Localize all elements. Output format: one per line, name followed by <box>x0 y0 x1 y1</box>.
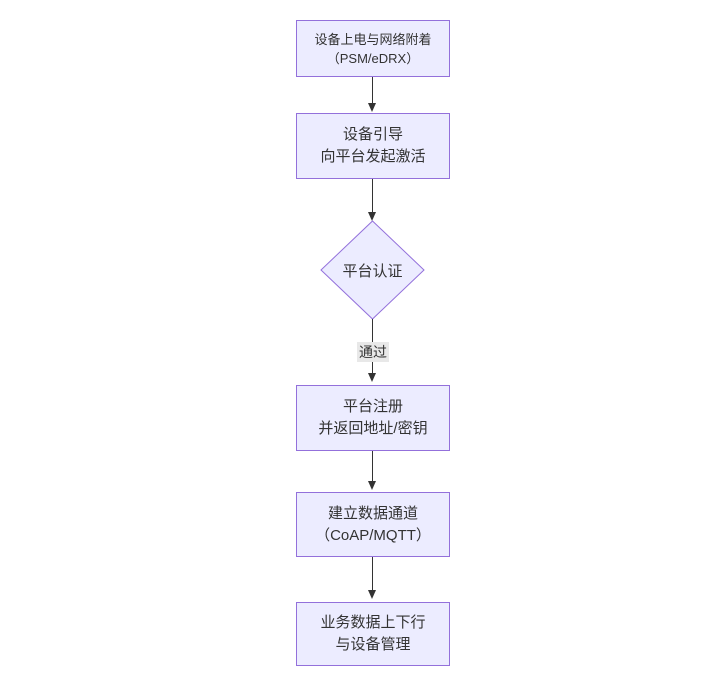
arrowhead-icon <box>368 212 376 221</box>
arrow-line <box>372 179 373 213</box>
decision-label: 平台认证 <box>342 262 403 280</box>
decision-platform-auth: 平台认证 <box>320 220 425 320</box>
node-platform-register: 平台注册 并返回地址/密钥 <box>296 385 450 451</box>
arrowhead-icon <box>368 103 376 112</box>
arrow-line <box>372 451 373 482</box>
node-bootstrap-activate: 设备引导 向平台发起激活 <box>296 113 450 179</box>
arrowhead-icon <box>368 481 376 490</box>
node-data-channel: 建立数据通道 （CoAP/MQTT） <box>296 492 450 557</box>
arrowhead-icon <box>368 590 376 599</box>
node-business-data-mgmt: 业务数据上下行 与设备管理 <box>296 602 450 666</box>
arrowhead-icon <box>368 373 376 382</box>
arrow-line <box>372 557 373 591</box>
arrow-line <box>372 77 373 104</box>
node-power-network-attach: 设备上电与网络附着 （PSM/eDRX） <box>296 20 450 77</box>
edge-label-pass: 通过 <box>357 342 389 362</box>
